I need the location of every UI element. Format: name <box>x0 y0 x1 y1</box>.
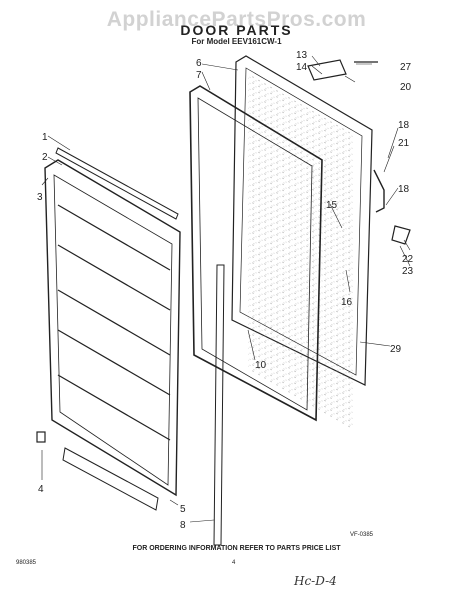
door-stop-part <box>36 431 46 443</box>
callout-21: 21 <box>398 138 410 149</box>
callout-23: 23 <box>402 266 414 277</box>
callout-6: 6 <box>196 58 202 69</box>
drawing-code: VF-0385 <box>350 532 374 538</box>
callout-8: 8 <box>180 520 186 531</box>
diagram-title: DOOR PARTS <box>180 22 293 38</box>
watermark-text: AppliancePartsPros.com <box>106 8 367 31</box>
door-shelf <box>57 374 171 441</box>
door-shelf <box>57 244 171 311</box>
callout-10: 10 <box>255 360 267 371</box>
callout-14: 14 <box>296 62 308 73</box>
callout-3: 3 <box>37 192 43 203</box>
handle-part <box>373 169 385 213</box>
door-shelf <box>57 289 171 356</box>
outer-door-panel <box>231 55 373 386</box>
document-number: 980385 <box>16 560 37 566</box>
callout-5: 5 <box>180 504 186 515</box>
handwritten-note: Hc-D-4 <box>294 574 337 588</box>
callout-29: 29 <box>390 344 402 355</box>
callout-13: 13 <box>296 50 308 61</box>
bottom-kick-plate <box>62 447 159 511</box>
door-insulation-texture <box>248 73 354 431</box>
vertical-rod <box>213 264 225 546</box>
leader-lines <box>41 55 411 523</box>
callout-2: 2 <box>42 152 48 163</box>
footer-note: FOR ORDERING INFORMATION REFER TO PARTS … <box>132 545 341 552</box>
door-gasket <box>189 85 323 422</box>
callout-4: 4 <box>38 484 44 495</box>
page-number: 4 <box>232 560 236 566</box>
callout-18: 18 <box>398 120 410 131</box>
callout-7: 7 <box>196 70 202 81</box>
callout-20: 20 <box>400 82 412 93</box>
door-liner-inner <box>53 174 173 486</box>
callout-18: 18 <box>398 184 410 195</box>
diagram-subtitle: For Model EEV161CW-1 <box>191 37 282 46</box>
door-gasket-inner <box>197 97 313 411</box>
callout-16: 16 <box>341 297 353 308</box>
callout-15: 15 <box>326 200 338 211</box>
callout-27: 27 <box>400 62 412 73</box>
top-trim-strip <box>55 147 179 220</box>
door-shelf <box>57 204 171 271</box>
door-shelf <box>57 329 171 396</box>
outer-door-panel-inner <box>239 67 363 376</box>
callout-22: 22 <box>402 254 414 265</box>
callout-1: 1 <box>42 132 48 143</box>
top-hinge-part <box>307 59 347 81</box>
hinge-part <box>391 225 411 245</box>
